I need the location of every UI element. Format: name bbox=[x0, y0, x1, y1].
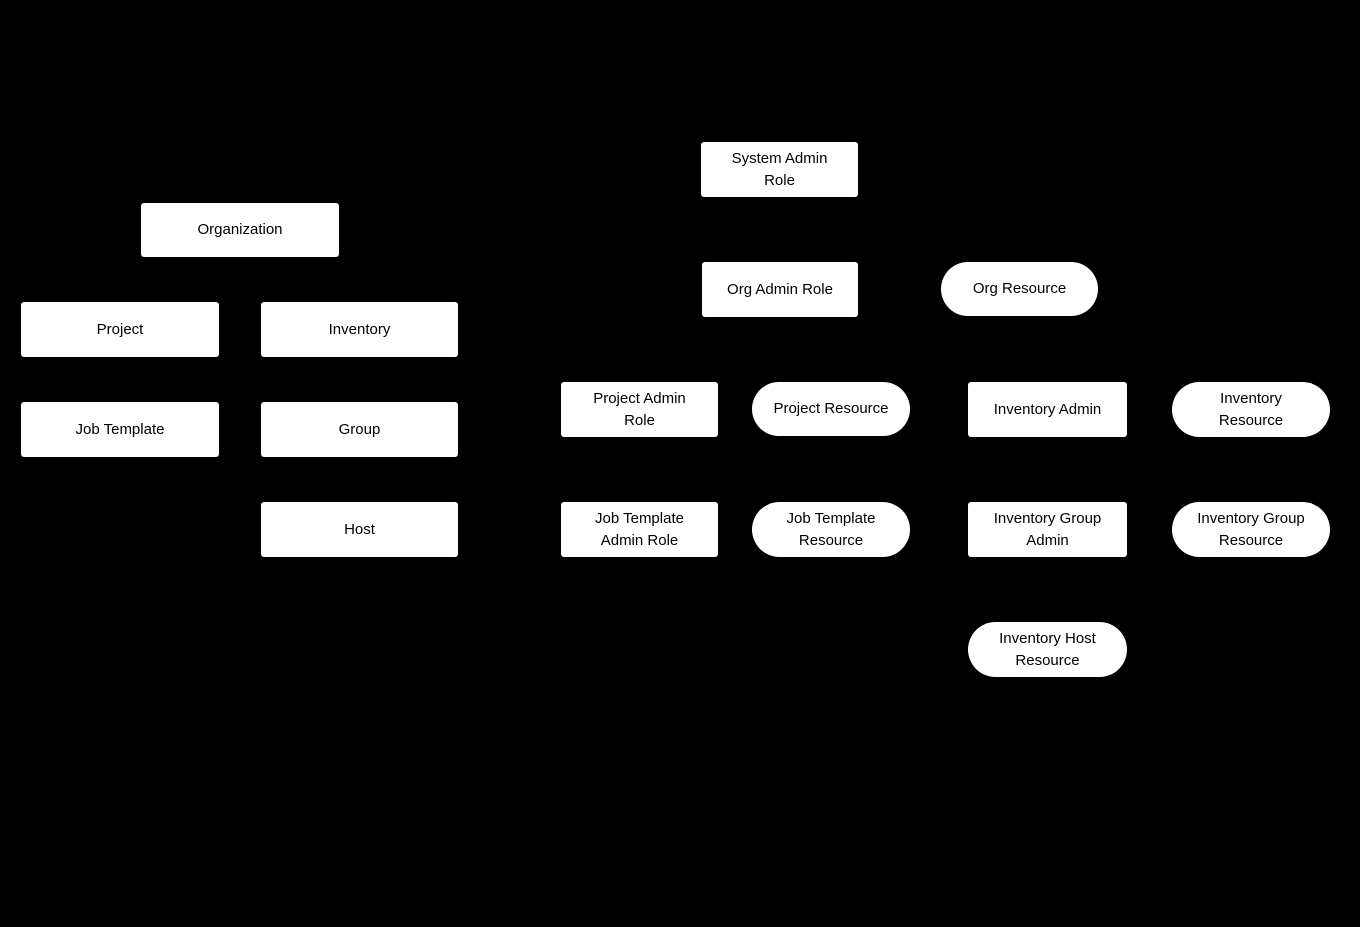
node-project: Project bbox=[21, 302, 219, 357]
node-inventory: Inventory bbox=[261, 302, 458, 357]
node-org-resource: Org Resource bbox=[941, 262, 1098, 316]
node-job-template-admin-role: Job Template Admin Role bbox=[561, 502, 718, 557]
node-system-admin-role: System Admin Role bbox=[701, 142, 858, 197]
node-inventory-resource: Inventory Resource bbox=[1172, 382, 1330, 437]
node-org-admin-role: Org Admin Role bbox=[702, 262, 858, 317]
node-group: Group bbox=[261, 402, 458, 457]
node-inventory-group-admin: Inventory Group Admin bbox=[968, 502, 1127, 557]
node-project-resource: Project Resource bbox=[752, 382, 910, 436]
node-inventory-admin: Inventory Admin bbox=[968, 382, 1127, 437]
node-host: Host bbox=[261, 502, 458, 557]
node-job-template-resource: Job Template Resource bbox=[752, 502, 910, 557]
node-inventory-group-resource: Inventory Group Resource bbox=[1172, 502, 1330, 557]
node-inventory-host-resource: Inventory Host Resource bbox=[968, 622, 1127, 677]
node-project-admin-role: Project Admin Role bbox=[561, 382, 718, 437]
node-organization: Organization bbox=[141, 203, 339, 257]
node-job-template: Job Template bbox=[21, 402, 219, 457]
